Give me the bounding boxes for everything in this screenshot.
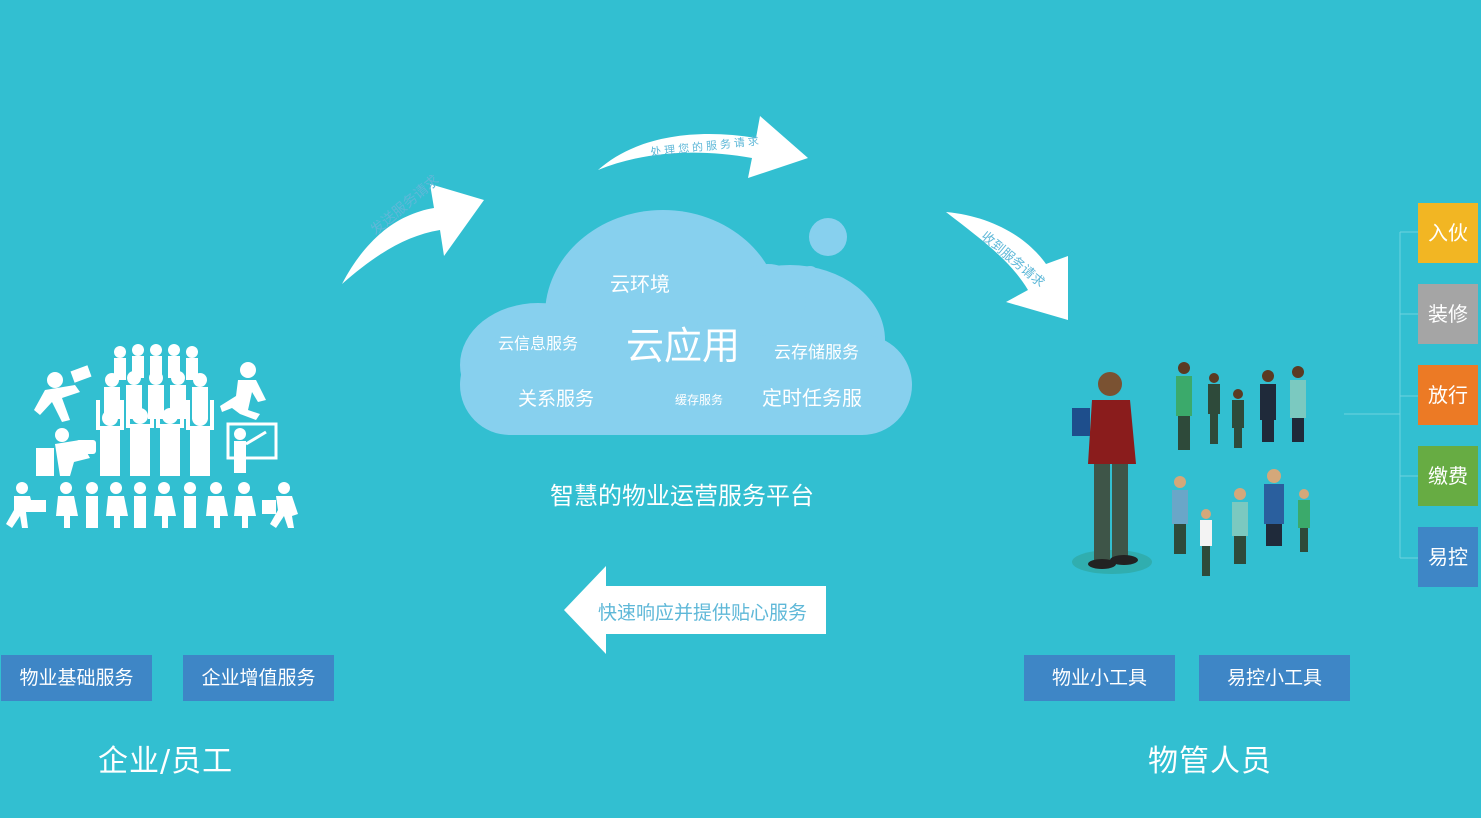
enterprise-employee-label: 企业/员工 (98, 744, 234, 779)
enterprise-value-added-service-button[interactable]: 企业增值服务 (183, 655, 334, 701)
cloud-center-label: 云应用 (626, 324, 741, 368)
side-menu-payment[interactable]: 缴费 (1418, 446, 1478, 506)
process-request-arrow (598, 116, 808, 178)
property-tools-button[interactable]: 物业小工具 (1024, 655, 1175, 701)
property-staff-label: 物管人员 (1148, 744, 1272, 779)
cloud-shape (460, 210, 912, 435)
people-crowd-icon (6, 344, 298, 528)
platform-title: 智慧的物业运营服务平台 (550, 482, 814, 510)
side-menu-release[interactable]: 放行 (1418, 365, 1478, 425)
cloud-env-label: 云环境 (610, 272, 670, 296)
side-menu-move-in[interactable]: 入伙 (1418, 203, 1478, 263)
property-basic-service-button[interactable]: 物业基础服务 (1, 655, 152, 701)
yikong-tools-button[interactable]: 易控小工具 (1199, 655, 1350, 701)
respond-label: 快速响应并提供贴心服务 (598, 602, 808, 624)
cloud-info-label: 云信息服务 (498, 334, 579, 353)
side-menu-connector (1344, 231, 1418, 559)
property-staff-people-icon (1072, 362, 1310, 576)
side-menu-yikong[interactable]: 易控 (1418, 527, 1478, 587)
cloud-relation-label: 关系服务 (518, 388, 595, 410)
cloud-cache-label: 缓存服务 (675, 393, 724, 407)
cloud-storage-label: 云存储服务 (774, 343, 859, 363)
receive-request-arrow (946, 212, 1068, 320)
send-request-arrow (342, 184, 484, 284)
respond-arrow (564, 566, 826, 654)
cloud-timer-label: 定时任务服 (762, 386, 862, 410)
side-menu-decoration[interactable]: 装修 (1418, 284, 1478, 344)
